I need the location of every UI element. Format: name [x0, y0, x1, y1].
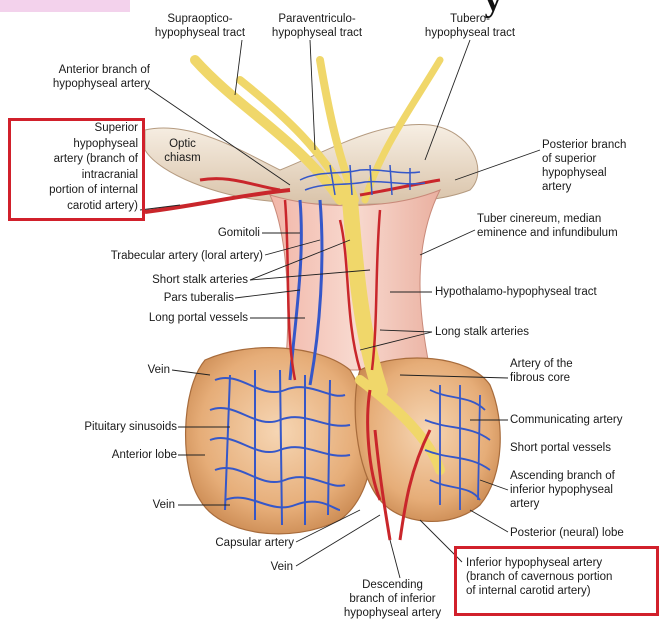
label-supraoptico: Supraoptico- hypophyseal tract	[140, 12, 260, 40]
label-communicating: Communicating artery	[510, 413, 660, 427]
label-posterior-branch: Posterior branch of superior hypophyseal…	[542, 138, 662, 194]
label-short-portal: Short portal vessels	[510, 441, 660, 455]
label-artery-fibrous: Artery of the fibrous core	[510, 357, 630, 385]
label-vein-bottom: Vein	[245, 560, 293, 574]
label-descending-branch: Descending branch of inferior hypophysea…	[330, 578, 455, 620]
label-posterior-lobe: Posterior (neural) lobe	[510, 526, 660, 540]
label-vein-top: Vein	[120, 363, 170, 377]
label-optic-chiasm: Optic chiasm	[160, 137, 205, 165]
label-anterior-lobe: Anterior lobe	[70, 448, 177, 462]
label-tubero: Tubero- hypophyseal tract	[405, 12, 535, 40]
label-hypothalamo: Hypothalamo-hypophyseal tract	[435, 285, 645, 299]
label-anterior-branch: Anterior branch of hypophyseal artery	[20, 63, 150, 91]
label-pars-tuberalis: Pars tuberalis	[110, 291, 234, 305]
label-inferior-hypophyseal: Inferior hypophyseal artery (branch of c…	[466, 556, 656, 598]
label-short-stalk: Short stalk arteries	[90, 273, 248, 287]
anterior-lobe-shape	[186, 348, 372, 534]
label-trabecular: Trabecular artery (loral artery)	[60, 249, 263, 263]
label-gomitoli: Gomitoli	[150, 226, 260, 240]
label-vein-mid: Vein	[120, 498, 175, 512]
label-long-stalk: Long stalk arteries	[435, 325, 585, 339]
label-paraventriculo: Paraventriculo- hypophyseal tract	[252, 12, 382, 40]
label-superior-hypophyseal: Superior hypophyseal artery (branch of i…	[14, 121, 138, 214]
label-ascending-branch: Ascending branch of inferior hypophyseal…	[510, 469, 660, 511]
label-tuber-cinereum: Tuber cinereum, median eminence and infu…	[477, 212, 662, 240]
label-capsular: Capsular artery	[180, 536, 294, 550]
label-long-portal: Long portal vessels	[90, 311, 248, 325]
label-pituitary-sinusoids: Pituitary sinusoids	[40, 420, 177, 434]
